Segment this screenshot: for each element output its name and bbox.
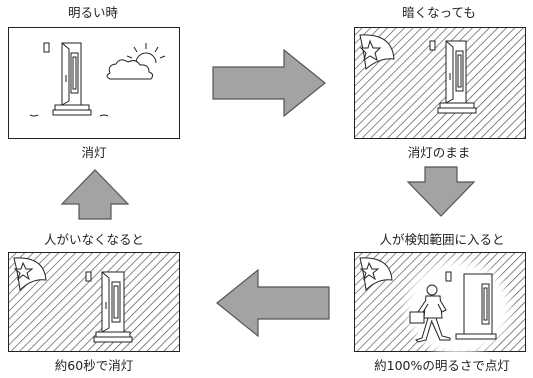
scene-detected-caption: 約100%の明るさで点灯 <box>374 358 510 373</box>
cloud-icon <box>106 59 154 80</box>
moon-icon <box>359 257 393 292</box>
scene-bright-caption: 消灯 <box>81 145 107 160</box>
moon-icon <box>359 34 395 70</box>
door-icon <box>445 271 497 340</box>
door-icon <box>29 42 109 117</box>
arrow-left-icon <box>216 268 330 338</box>
scene-detected-panel <box>354 252 526 352</box>
scene-dark-panel <box>354 27 526 139</box>
scene-bright-title: 明るい時 <box>67 5 118 20</box>
scene-bright-panel <box>8 27 180 139</box>
sun-icon <box>126 43 166 64</box>
scene-dark-caption: 消灯のまま <box>407 145 471 160</box>
scene-detected-title: 人が検知範囲に入ると <box>379 232 505 247</box>
scene-left-panel <box>8 252 180 352</box>
scene-left-title: 人がいなくなると <box>43 232 144 247</box>
person-icon <box>409 284 451 343</box>
arrow-right-icon <box>212 48 326 118</box>
arrow-down-icon <box>406 166 476 217</box>
arrow-up-icon <box>60 169 130 220</box>
door-icon <box>429 40 477 114</box>
door-icon <box>85 271 133 343</box>
scene-left-caption: 約60秒で消灯 <box>54 358 134 373</box>
moon-icon <box>13 257 47 292</box>
scene-dark-title: 暗くなっても <box>402 5 476 20</box>
